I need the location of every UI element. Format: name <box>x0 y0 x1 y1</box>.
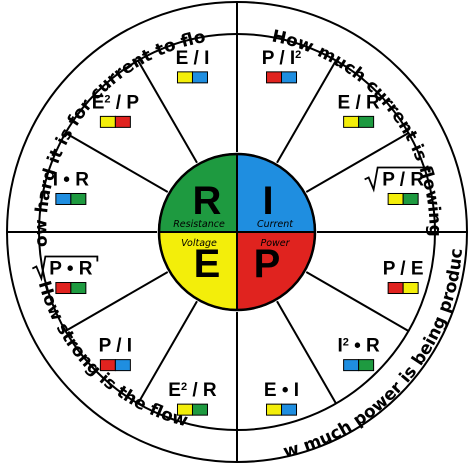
sqrt-sign <box>31 255 99 282</box>
formula-text: E / I <box>176 48 210 69</box>
formula-text: I • R <box>53 169 89 190</box>
segment-divider <box>276 300 337 404</box>
sqrt-sign <box>364 166 431 193</box>
segment-divider <box>137 60 198 164</box>
quantity-letter-e: E <box>194 242 221 286</box>
color-key-swatch <box>358 359 375 372</box>
color-key-swatch <box>191 71 208 84</box>
formula-text: P • R <box>49 259 93 280</box>
color-key-swatch <box>402 192 419 205</box>
color-key-swatch <box>387 282 404 295</box>
color-key-swatch <box>99 115 116 128</box>
segment-divider <box>65 132 169 193</box>
quantity-label-i: Current <box>257 219 294 230</box>
segment-divider <box>276 60 337 164</box>
segment-formulas: P / I2 E / R P / R P / E I2 • R E • I E2 / R P … <box>31 48 431 416</box>
formula-text: I2 • R <box>337 336 380 357</box>
color-key-swatch <box>114 359 131 372</box>
color-key-swatch <box>55 282 72 295</box>
color-key-swatch <box>70 282 87 295</box>
quantity-letter-r: R <box>193 179 222 223</box>
formula-text: E • I <box>264 380 299 401</box>
formula-segment: E • I <box>264 380 299 416</box>
color-key-swatch <box>343 115 360 128</box>
formula-text: E / R <box>338 92 381 113</box>
segment-divider <box>305 132 409 193</box>
color-key-swatch <box>281 403 298 416</box>
quantity-label-r: Resistance <box>173 219 225 230</box>
formula-segment: P / I <box>99 336 132 372</box>
quantity-label-p: Power <box>260 238 290 249</box>
segment-divider <box>65 271 169 332</box>
color-key-swatch <box>176 71 193 84</box>
quantity-letter-p: P <box>254 242 281 286</box>
quantity-label-e: Voltage <box>181 238 217 249</box>
formula-text: P / R <box>382 169 424 190</box>
color-key-swatch <box>266 403 283 416</box>
formula-segment: E / I <box>176 48 210 84</box>
color-key-swatch <box>343 359 360 372</box>
color-key-swatch <box>266 71 283 84</box>
segment-divider <box>137 300 198 404</box>
formula-segment: E / R <box>338 92 381 128</box>
formula-text: P / E <box>383 259 424 280</box>
formula-segment: P • R <box>31 255 99 295</box>
quantity-letter-i: I <box>262 179 273 223</box>
color-key-swatch <box>281 71 298 84</box>
color-key-swatch <box>358 115 375 128</box>
formula-segment: P / E <box>383 259 424 295</box>
formula-segment: E2 / P <box>92 92 140 128</box>
color-key-swatch <box>387 192 404 205</box>
center-border <box>157 152 317 312</box>
formula-text: P / I <box>99 336 132 357</box>
formula-segment: P / R <box>364 166 431 205</box>
formula-segment: I2 • R <box>337 336 380 372</box>
formula-text: E2 / R <box>168 380 217 401</box>
formula-segment: P / I2 <box>262 48 302 84</box>
formula-text: E2 / P <box>92 92 140 113</box>
segment-divider <box>305 271 409 332</box>
color-key-swatch <box>114 115 131 128</box>
formula-segment: E2 / R <box>168 380 217 416</box>
color-key-swatch <box>70 192 87 205</box>
color-key-swatch <box>191 403 208 416</box>
color-key-swatch <box>402 282 419 295</box>
color-key-swatch <box>55 192 72 205</box>
formula-segment: I • R <box>53 169 89 205</box>
formula-text: P / I2 <box>262 48 302 69</box>
